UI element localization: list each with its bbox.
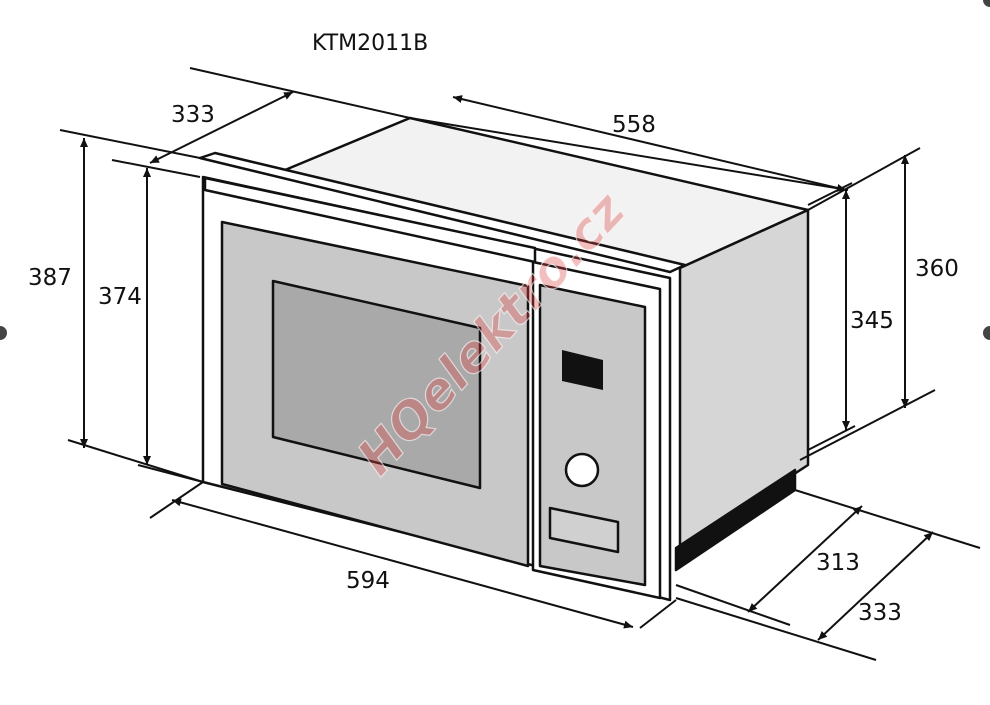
right-side — [678, 208, 810, 550]
arrow-width-bottom — [171, 498, 634, 629]
label-height-outer-right: 360 — [915, 256, 959, 282]
arrow-depth-bottom-outer — [817, 531, 934, 641]
label-depth-bottom-inner: 313 — [816, 550, 860, 576]
prev-nav-dot[interactable] — [0, 326, 7, 340]
label-height-inner-right: 345 — [850, 308, 894, 334]
control-knob — [564, 452, 600, 488]
arrow-depth-bottom-inner — [747, 505, 863, 613]
label-width-top: 558 — [612, 112, 656, 138]
model-title: KTM2011B — [312, 31, 428, 56]
arrow-width-top — [452, 95, 847, 192]
label-depth-bottom-outer: 333 — [858, 600, 902, 626]
display-screen — [562, 350, 603, 390]
door-window — [271, 279, 482, 490]
label-depth-top: 333 — [171, 102, 215, 128]
arrow-depth-top — [149, 91, 294, 164]
dimension-arrows — [80, 91, 934, 641]
next-nav-dot[interactable] — [983, 326, 990, 340]
corner-nav-dot[interactable] — [983, 0, 990, 7]
label-height-inner-left: 374 — [98, 284, 142, 310]
label-height-outer-left: 387 — [28, 265, 72, 291]
label-width-bottom: 594 — [346, 568, 390, 594]
